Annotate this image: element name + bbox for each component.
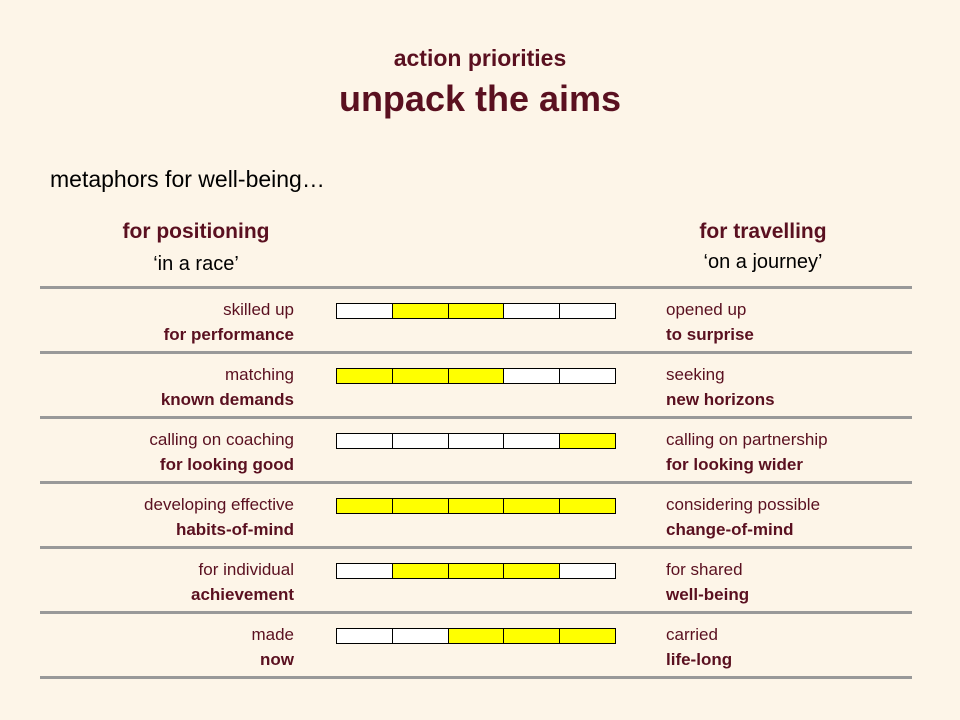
row-divider bbox=[40, 611, 912, 614]
left-label: matching known demands bbox=[161, 362, 294, 412]
right-column-heading: for travelling bbox=[699, 220, 827, 243]
scale-cell bbox=[448, 629, 505, 643]
right-column-sub: ‘on a journey’ bbox=[703, 251, 823, 273]
left-label-line1: made bbox=[251, 625, 294, 644]
scale-cell bbox=[392, 629, 449, 643]
table-row: matching known demands seeking new horizons bbox=[40, 353, 912, 417]
row-divider bbox=[40, 676, 912, 679]
left-label-line1: calling on coaching bbox=[149, 430, 294, 449]
left-column-sub: ‘in a race’ bbox=[153, 253, 239, 275]
row-divider bbox=[40, 416, 912, 419]
rating-scale bbox=[336, 368, 616, 384]
left-label-line2: known demands bbox=[160, 390, 294, 409]
right-label: opened up to surprise bbox=[666, 297, 754, 347]
rating-scale bbox=[336, 303, 616, 319]
scale-cell bbox=[448, 499, 505, 513]
kicker: action priorities bbox=[393, 45, 567, 71]
left-label: for individual achievement bbox=[191, 557, 294, 607]
scale-cell bbox=[392, 499, 449, 513]
scale-cell bbox=[337, 564, 393, 578]
right-label: considering possible change-of-mind bbox=[666, 492, 820, 542]
right-label: calling on partnership for looking wider bbox=[666, 427, 828, 477]
row-divider bbox=[40, 286, 912, 289]
page-title: unpack the aims bbox=[338, 78, 622, 119]
row-divider bbox=[40, 351, 912, 354]
right-label: seeking new horizons bbox=[666, 362, 775, 412]
scale-cell bbox=[504, 369, 561, 383]
rating-scale bbox=[336, 498, 616, 514]
subtitle: metaphors for well-being… bbox=[50, 166, 325, 192]
scale-cell bbox=[337, 629, 393, 643]
right-label-line1: opened up bbox=[666, 300, 747, 319]
left-label: developing effective habits-of-mind bbox=[144, 492, 294, 542]
left-label: skilled up for performance bbox=[164, 297, 294, 347]
left-label-line2: for performance bbox=[163, 325, 294, 344]
table-row: skilled up for performance opened up to sur… bbox=[40, 288, 912, 352]
scale-cell bbox=[448, 564, 505, 578]
scale-cell bbox=[560, 629, 615, 643]
scale-cell bbox=[448, 369, 505, 383]
scale-cell bbox=[560, 499, 615, 513]
scale-cell bbox=[392, 369, 449, 383]
table-row: for individual achievement for shared well-… bbox=[40, 548, 912, 612]
rating-scale bbox=[336, 433, 616, 449]
right-label: carried life-long bbox=[666, 622, 732, 672]
left-column-heading: for positioning bbox=[122, 220, 270, 243]
right-label-line2: to surprise bbox=[666, 325, 754, 344]
rating-scale bbox=[336, 628, 616, 644]
scale-cell bbox=[337, 304, 393, 318]
scale-cell bbox=[337, 499, 393, 513]
left-label-line2: now bbox=[260, 650, 294, 669]
left-label: calling on coaching for looking good bbox=[149, 427, 294, 477]
scale-cell bbox=[560, 434, 615, 448]
scale-cell bbox=[448, 304, 505, 318]
row-divider bbox=[40, 546, 912, 549]
right-label-line2: well-being bbox=[666, 585, 750, 604]
scale-cell bbox=[337, 369, 393, 383]
scale-cell bbox=[337, 434, 393, 448]
right-label-line1: for shared bbox=[666, 560, 743, 579]
scale-cell bbox=[392, 564, 449, 578]
right-label: for shared well-being bbox=[666, 557, 749, 607]
scale-cell bbox=[504, 564, 561, 578]
row-divider bbox=[40, 481, 912, 484]
right-label-line1: carried bbox=[666, 625, 718, 644]
scale-cell bbox=[504, 304, 561, 318]
right-label-line2: life-long bbox=[666, 650, 733, 669]
left-label-line2: for looking good bbox=[159, 455, 294, 474]
rating-scale bbox=[336, 563, 616, 579]
left-label-line2: achievement bbox=[191, 585, 294, 604]
scale-cell bbox=[560, 304, 615, 318]
scale-cell bbox=[448, 434, 505, 448]
left-label: made now bbox=[251, 622, 294, 672]
scale-cell bbox=[392, 434, 449, 448]
scale-cell bbox=[504, 434, 561, 448]
scale-cell bbox=[504, 629, 561, 643]
right-label-line2: change-of-mind bbox=[666, 520, 794, 539]
table-row: made now carried life-long bbox=[40, 613, 912, 677]
scale-cell bbox=[560, 564, 615, 578]
left-label-line1: skilled up bbox=[223, 300, 294, 319]
left-label-line1: matching bbox=[225, 365, 294, 384]
scale-cell bbox=[392, 304, 449, 318]
scale-cell bbox=[504, 499, 561, 513]
right-label-line1: calling on partnership bbox=[666, 430, 828, 449]
right-label-line1: seeking bbox=[666, 365, 725, 384]
scale-cell bbox=[560, 369, 615, 383]
right-label-line2: for looking wider bbox=[666, 455, 803, 474]
right-label-line1: considering possible bbox=[666, 495, 821, 514]
left-label-line2: habits-of-mind bbox=[175, 520, 294, 539]
left-label-line1: developing effective bbox=[144, 495, 294, 514]
table-row: developing effective habits-of-mind consid… bbox=[40, 483, 912, 547]
right-label-line2: new horizons bbox=[666, 390, 775, 409]
left-label-line1: for individual bbox=[198, 560, 294, 579]
